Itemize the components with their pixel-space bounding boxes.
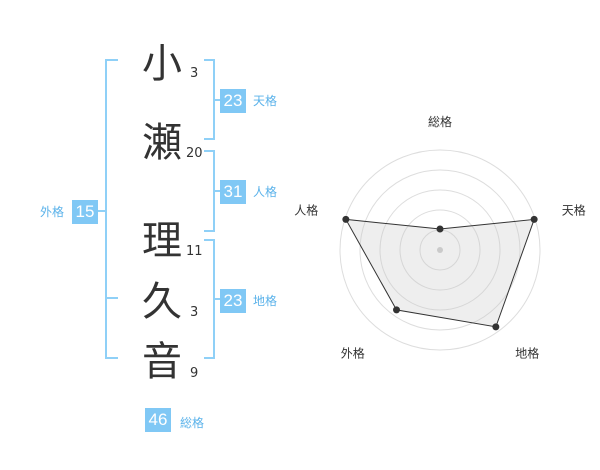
radar-point-4 bbox=[393, 306, 401, 314]
stroke-count-3: 11 bbox=[186, 244, 203, 259]
soukaku-label: 総格 bbox=[180, 416, 205, 430]
radar-point-5 bbox=[342, 215, 350, 223]
radar-axis-label-2: 天格 bbox=[562, 202, 586, 217]
name-char-2: 瀬 bbox=[142, 120, 182, 166]
gaikaku-label: 外格 bbox=[40, 205, 65, 219]
chikaku-label: 地格 bbox=[253, 294, 278, 308]
radar-axis-label-3: 地格 bbox=[515, 346, 539, 361]
radar-ring-5 bbox=[339, 149, 541, 351]
jinkaku-label: 人格 bbox=[253, 185, 278, 199]
radar-ring-2 bbox=[399, 209, 481, 291]
radar-axis-label-1: 総格 bbox=[428, 114, 452, 129]
gaikaku-value: 15 bbox=[72, 200, 98, 224]
name-char-4: 久 bbox=[142, 279, 182, 325]
stroke-count-5: 9 bbox=[190, 366, 199, 381]
tenkaku-value: 23 bbox=[220, 89, 246, 113]
tenkaku-label: 天格 bbox=[253, 94, 278, 108]
radar-point-2 bbox=[530, 215, 538, 223]
radar-point-1 bbox=[436, 225, 444, 233]
name-char-1: 小 bbox=[142, 41, 182, 87]
chikaku-value: 23 bbox=[220, 289, 246, 313]
radar-center bbox=[437, 247, 443, 253]
stroke-count-1: 3 bbox=[190, 66, 199, 81]
name-char-5: 音 bbox=[142, 339, 182, 385]
name-char-3: 理 bbox=[142, 218, 182, 264]
stroke-count-2: 20 bbox=[186, 146, 203, 161]
soukaku-value: 46 bbox=[145, 408, 171, 432]
jinkaku-value: 31 bbox=[220, 180, 246, 204]
stroke-count-4: 3 bbox=[190, 305, 199, 320]
radar-axis-label-5: 人格 bbox=[294, 202, 318, 217]
radar-axis-label-4: 外格 bbox=[341, 346, 365, 361]
radar-ring-4 bbox=[359, 169, 521, 331]
radar-point-3 bbox=[492, 323, 500, 331]
radar-series-area bbox=[344, 218, 535, 328]
radar-ring-3 bbox=[379, 189, 501, 311]
